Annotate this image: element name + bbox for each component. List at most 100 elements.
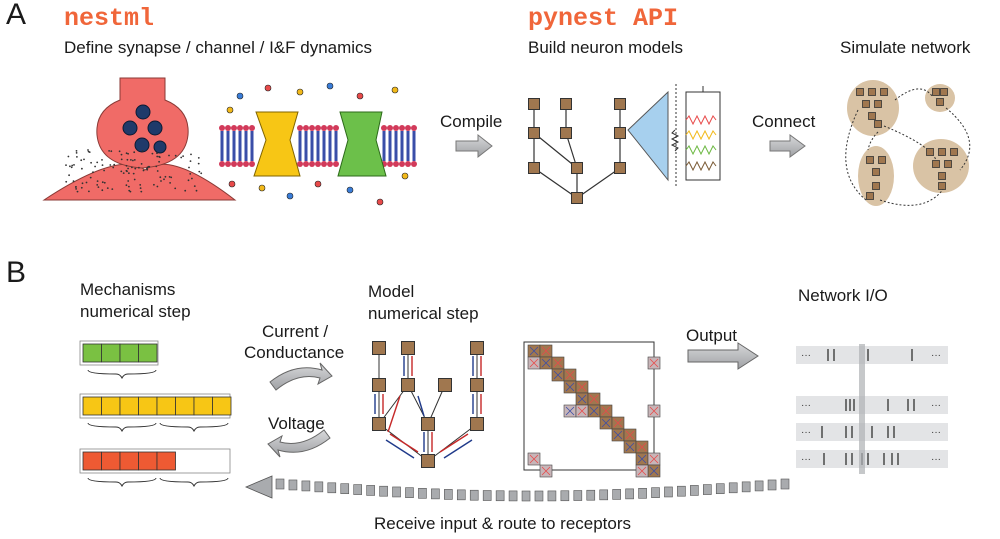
compartment-node [560, 127, 572, 139]
compartment-node [571, 192, 583, 204]
matrix-cross [613, 430, 623, 440]
matrix-cross [541, 358, 551, 368]
compartment-node [470, 341, 484, 355]
transmitter-dot [74, 186, 77, 188]
lipid-head [297, 161, 303, 167]
transmitter-dot [195, 189, 198, 192]
yellow-channel [253, 111, 301, 177]
brace [159, 477, 229, 488]
network-node [932, 88, 940, 96]
dash-segment [301, 480, 311, 492]
transmitter-dot [96, 161, 99, 164]
transmitter-dot [158, 156, 161, 159]
compartment-node [372, 417, 386, 431]
lipid-head [249, 161, 255, 167]
brace [87, 422, 157, 433]
network-io-label: Network I/O [798, 286, 888, 305]
lipid-head [243, 125, 249, 131]
lipid-tail [244, 131, 248, 161]
dash-segment [547, 490, 557, 502]
lipid-head [411, 125, 417, 131]
compile-label: Compile [440, 112, 503, 131]
dash-segment [625, 488, 634, 500]
transmitter-dot [127, 172, 130, 175]
compartment-node [560, 98, 572, 110]
transmitter-dot [112, 166, 115, 169]
dash-segment [703, 484, 712, 495]
transmitter-dot [96, 180, 99, 183]
transmitter-dot [180, 156, 183, 159]
transmitter-dot [130, 159, 132, 161]
ion [228, 180, 236, 188]
network-node [938, 172, 946, 180]
transmitter-dot [197, 162, 200, 165]
bar-cell [101, 451, 121, 471]
raster-ellipsis-right: ··· [931, 427, 941, 438]
lipid-tail [394, 131, 398, 161]
zoom-cone [627, 90, 669, 182]
matrix-cross [649, 406, 659, 416]
transmitter-dot [90, 161, 92, 164]
transmitter-dot [83, 158, 85, 161]
dash-segment [521, 490, 531, 502]
network-node [874, 100, 882, 108]
transmitter-dot [155, 165, 158, 168]
matrix-cross [589, 406, 599, 416]
transmitter-dot [127, 185, 130, 188]
lipid-head [387, 125, 393, 131]
bar-cell [82, 451, 102, 471]
bar-cell [156, 396, 176, 416]
transmitter-dot [146, 168, 149, 171]
pynest-title: pynest API [528, 4, 679, 33]
dash-segment [456, 489, 466, 501]
bar-cell [101, 343, 121, 363]
matrix-cross [553, 370, 563, 380]
transmitter-dot [81, 182, 84, 185]
lipid-tail [412, 131, 416, 161]
matrix-cross [577, 382, 587, 392]
lipid-tail [400, 131, 404, 161]
dash-segment [767, 479, 777, 491]
transmitter-dot [188, 166, 190, 169]
lipid-tail [226, 131, 230, 161]
transmitter-dot [109, 164, 112, 166]
dash-segment [353, 484, 362, 495]
transmitter-dot [156, 155, 159, 158]
raster-ellipsis-left: ··· [801, 454, 811, 465]
matrix-cross [625, 442, 635, 452]
transmitter-dot [134, 167, 137, 170]
lipid-tail [238, 131, 242, 161]
transmitter-dot [132, 172, 135, 175]
lipid-head [393, 125, 399, 131]
transmitter-dot [96, 184, 99, 186]
network-node [866, 156, 874, 164]
transmitter-dot [156, 185, 159, 188]
network-node [878, 156, 886, 164]
compartment-node [438, 378, 452, 392]
transmitter-dot [103, 181, 106, 184]
lipid-head [309, 161, 315, 167]
transmitter-dot [120, 158, 123, 161]
current-flow-arrows [374, 356, 482, 459]
transmitter-dot [71, 164, 74, 167]
transmitter-dot [111, 188, 114, 191]
transmitter-dot [65, 164, 67, 167]
transmitter-dot [139, 187, 142, 190]
bar-cell [82, 343, 102, 363]
compartment-node [614, 98, 626, 110]
lipid-head [249, 125, 255, 131]
transmitter-dot [163, 178, 165, 181]
dash-segment [612, 489, 621, 500]
voltage-arrow [267, 429, 331, 458]
lipid-tail [298, 131, 302, 161]
mechanisms-label-line1: Mechanisms [80, 280, 176, 299]
transmitter-dot [113, 163, 116, 166]
ion [391, 86, 399, 94]
transmitter-dot [129, 190, 132, 193]
connect-arrow [769, 134, 806, 158]
raster-ellipsis-right: ··· [931, 400, 941, 411]
transmitter-dot [120, 153, 123, 156]
network-node [938, 148, 946, 156]
transmitter-dot [80, 159, 83, 162]
